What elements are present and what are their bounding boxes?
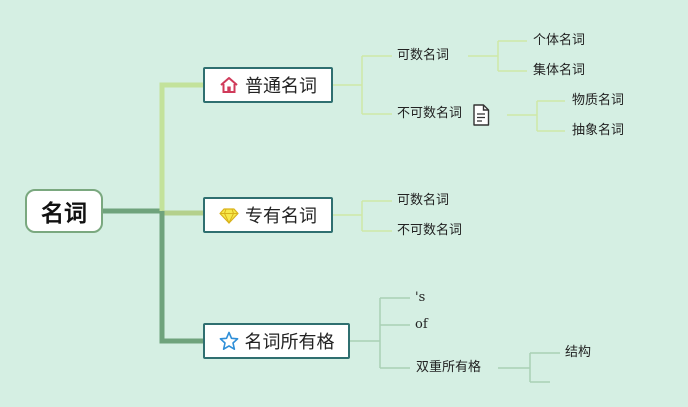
- topic-label: 专有名词: [245, 206, 317, 227]
- leaf-of[interactable]: of: [415, 317, 428, 332]
- gem-icon: [219, 205, 239, 225]
- subtopic-uncountable[interactable]: 不可数名词: [397, 106, 463, 121]
- topic-common-noun[interactable]: 普通名词: [203, 67, 333, 103]
- subtopic-double-possessive[interactable]: 双重所有格: [416, 360, 482, 375]
- root-node[interactable]: 名词: [25, 189, 103, 233]
- document-icon[interactable]: [472, 104, 490, 130]
- leaf-apostrophe-s[interactable]: 's: [415, 290, 426, 305]
- topic-possessive[interactable]: 名词所有格: [203, 323, 350, 359]
- star-icon: [219, 331, 239, 351]
- subtopic-uncountable[interactable]: 不可数名词: [397, 223, 463, 238]
- subtopic-countable[interactable]: 可数名词: [397, 193, 450, 208]
- topic-proper-noun[interactable]: 专有名词: [203, 197, 333, 233]
- leaf-collective-noun[interactable]: 集体名词: [533, 63, 586, 78]
- leaf-individual-noun[interactable]: 个体名词: [533, 33, 586, 48]
- home-icon: [219, 75, 239, 95]
- topic-label: 名词所有格: [244, 332, 335, 353]
- subtopic-countable[interactable]: 可数名词: [397, 48, 450, 63]
- leaf-abstract-noun[interactable]: 抽象名词: [572, 123, 625, 138]
- root-label: 名词: [41, 201, 87, 227]
- topic-label: 普通名词: [245, 76, 317, 97]
- leaf-structure[interactable]: 结构: [565, 345, 592, 360]
- leaf-material-noun[interactable]: 物质名词: [572, 93, 625, 108]
